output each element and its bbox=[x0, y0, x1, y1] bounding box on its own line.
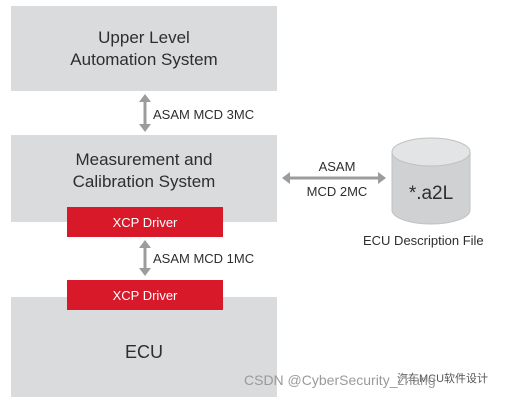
label-mcd2-line2: MCD 2MC bbox=[306, 184, 368, 199]
upper-level-automation-box: Upper Level Automation System bbox=[11, 6, 277, 91]
watermark-csdn: CSDN @CyberSecurity_zhang bbox=[244, 372, 436, 388]
upper-box-line1: Upper Level bbox=[98, 27, 190, 47]
upper-box-line2: Automation System bbox=[70, 49, 218, 69]
watermark-overlay: 汽车MCU软件设计 bbox=[397, 373, 489, 385]
ecu-box: ECU bbox=[11, 297, 277, 397]
xcp-driver-bottom: XCP Driver bbox=[67, 280, 223, 310]
a2l-file-label: *.a2L bbox=[408, 183, 454, 204]
measurement-calibration-box: Measurement and Calibration System bbox=[11, 135, 277, 222]
xcp-driver-bottom-label: XCP Driver bbox=[112, 287, 178, 303]
label-mcd1: ASAM MCD 1MC bbox=[153, 251, 255, 266]
ecu-description-caption: ECU Description File bbox=[363, 233, 484, 248]
ecu-label: ECU bbox=[124, 342, 163, 362]
label-mcd3: ASAM MCD 3MC bbox=[153, 107, 255, 122]
database-cylinder-icon bbox=[391, 137, 471, 225]
xcp-driver-top: XCP Driver bbox=[67, 207, 223, 237]
mcs-box-line2: Calibration System bbox=[72, 172, 216, 191]
label-mcd2-line1: ASAM bbox=[318, 159, 356, 174]
xcp-driver-top-label: XCP Driver bbox=[112, 214, 178, 230]
mcs-box-line1: Measurement and bbox=[75, 150, 213, 169]
